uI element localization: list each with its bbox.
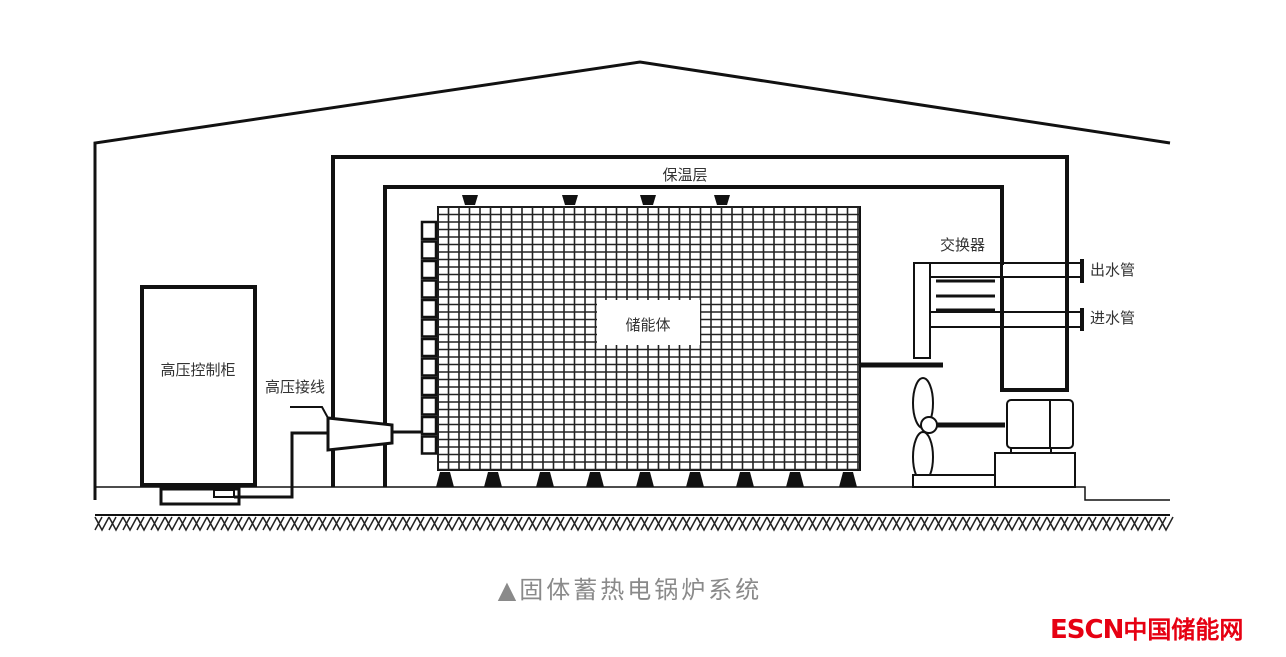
top-nozzle [462,195,478,205]
heating-element [420,337,438,358]
top-nozzle [562,195,578,205]
heat-exchanger [913,259,1084,359]
support-foot [736,472,754,487]
heating-element [420,279,438,299]
heating-element [420,415,438,436]
storage-label-box [597,300,700,345]
heating-element [420,357,438,377]
fan-icon [912,377,938,483]
inlet-pipe-label: 进水管 [1090,309,1135,327]
support-foot [436,472,454,487]
hv-cabinet-label: 高压控制柜 [160,361,235,379]
storage-label: 储能体 [625,316,670,334]
heating-element [420,259,438,280]
support-foot [536,472,554,487]
hv-cable [234,431,328,499]
insulation-layer-outer [331,155,1069,487]
heating-element-column [420,220,438,455]
top-nozzle [714,195,730,205]
support-foot [636,472,654,487]
support-foot [786,472,804,487]
support-foot [686,472,704,487]
outlet-pipe-label: 出水管 [1090,261,1135,279]
heating-element [420,298,438,319]
nozzles [436,195,857,487]
support-foot [484,472,502,487]
heating-element [420,220,438,241]
heating-element [420,318,438,338]
logo-latin: ESCN [1050,615,1124,645]
heating-element [420,435,438,455]
motor [912,399,1076,488]
hv-connector [326,416,394,452]
heating-element [420,240,438,260]
support-foot [839,472,857,487]
hv-wiring-label: 高压接线 [265,378,325,396]
support-foot [586,472,604,487]
roof [93,60,1171,500]
exchanger-label: 交换器 [940,236,985,254]
escn-logo: ESCN中国储能网 [1050,610,1243,645]
heating-element [420,396,438,416]
ground-hatching [94,516,1174,532]
insulation-label: 保温层 [662,166,707,184]
logo-chinese: 中国储能网 [1123,616,1244,644]
heating-element [420,376,438,397]
figure-caption: ▲固体蓄热电锅炉系统 [497,576,763,604]
top-nozzle [640,195,656,205]
hv-cabinet [140,285,257,487]
